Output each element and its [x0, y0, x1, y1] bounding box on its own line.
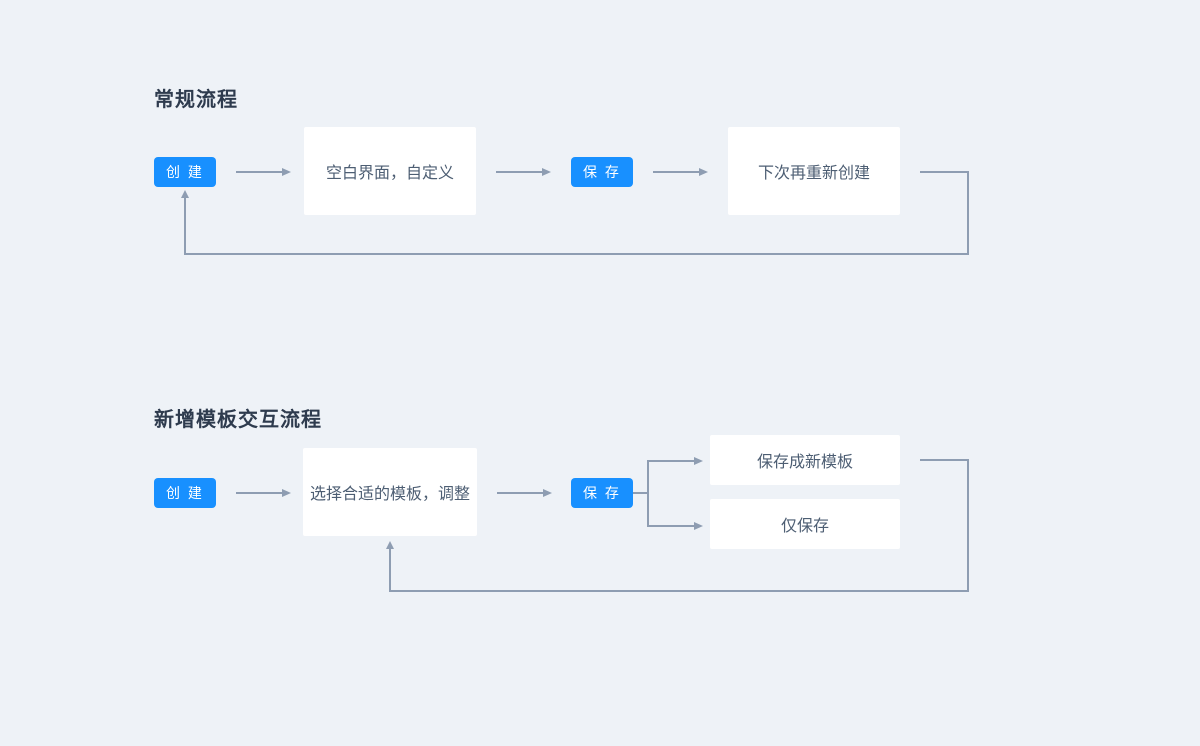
flow-regular-title: 常规流程	[154, 89, 238, 111]
step-save-only-node: 仅保存	[710, 499, 900, 549]
step-recreate-node: 下次再重新创建	[728, 127, 900, 215]
step-choose-template-node: 选择合适的模板，调整	[303, 448, 477, 536]
arrow-right-icon	[496, 171, 542, 173]
arrow-right-icon	[653, 171, 699, 173]
arrow-right-icon	[647, 460, 694, 462]
branch-stub-line	[633, 492, 649, 494]
branch-connector-line	[647, 460, 649, 527]
loop-connector-line	[920, 171, 969, 173]
step-blank-screen-node: 空白界面，自定义	[304, 127, 476, 215]
loop-connector-line	[389, 590, 969, 592]
save-button[interactable]: 保 存	[571, 157, 633, 187]
flow-template-title: 新增模板交互流程	[154, 409, 322, 431]
loop-connector-line	[967, 459, 969, 592]
loop-connector-line	[184, 253, 969, 255]
arrow-right-icon	[497, 492, 543, 494]
save-button[interactable]: 保 存	[571, 478, 633, 508]
create-button[interactable]: 创 建	[154, 157, 216, 187]
loop-connector-line	[920, 459, 969, 461]
create-button[interactable]: 创 建	[154, 478, 216, 508]
step-save-as-new-template-node: 保存成新模板	[710, 435, 900, 485]
arrow-right-icon	[236, 492, 282, 494]
loop-arrow-up-icon	[389, 549, 391, 592]
loop-connector-line	[967, 171, 969, 255]
loop-arrow-up-icon	[184, 198, 186, 255]
arrow-right-icon	[647, 525, 694, 527]
arrow-right-icon	[236, 171, 282, 173]
